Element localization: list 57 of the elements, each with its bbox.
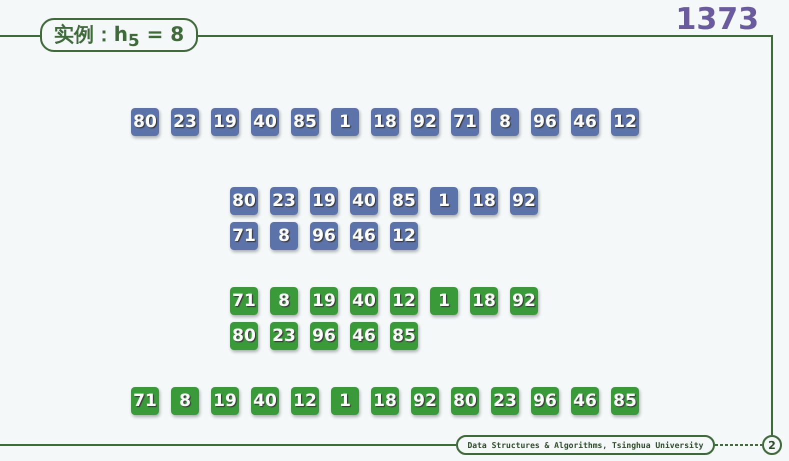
number-tile: 23 <box>270 187 298 215</box>
number-tile: 80 <box>131 108 159 136</box>
number-tile: 12 <box>390 222 418 250</box>
number-tile: 1 <box>430 287 458 315</box>
number-tile: 8 <box>171 387 199 415</box>
connector-line <box>715 444 762 446</box>
number-tile: 80 <box>230 322 258 350</box>
number-tile: 46 <box>571 387 599 415</box>
number-tile: 1 <box>430 187 458 215</box>
number-tile: 8 <box>491 108 519 136</box>
number-tile: 71 <box>230 287 258 315</box>
number-tile: 92 <box>510 187 538 215</box>
page-number-circle: 2 <box>762 435 782 455</box>
number-tile: 80 <box>230 187 258 215</box>
number-tile: 19 <box>211 387 239 415</box>
number-tile: 1 <box>331 387 359 415</box>
number-tile: 40 <box>251 108 279 136</box>
slide-number: 1373 <box>676 2 759 37</box>
number-tile: 19 <box>310 287 338 315</box>
number-tile: 71 <box>451 108 479 136</box>
number-tile: 46 <box>350 322 378 350</box>
number-tile: 12 <box>611 108 639 136</box>
title-box: 实例：h$_{5}$ = 8 <box>40 18 198 52</box>
number-tile: 96 <box>531 387 559 415</box>
number-tile: 46 <box>350 222 378 250</box>
number-tile: 40 <box>350 187 378 215</box>
number-tile: 96 <box>531 108 559 136</box>
number-tile: 46 <box>571 108 599 136</box>
number-tile: 19 <box>310 187 338 215</box>
number-tile: 40 <box>350 287 378 315</box>
number-tile: 18 <box>470 287 498 315</box>
number-tile: 8 <box>270 287 298 315</box>
number-tile: 18 <box>371 108 399 136</box>
number-tile: 23 <box>491 387 519 415</box>
number-tile: 8 <box>270 222 298 250</box>
number-tile: 85 <box>390 322 418 350</box>
number-tile: 71 <box>131 387 159 415</box>
number-tile: 96 <box>310 222 338 250</box>
number-tile: 18 <box>371 387 399 415</box>
number-tile: 1 <box>331 108 359 136</box>
number-tile: 85 <box>390 187 418 215</box>
number-tile: 23 <box>270 322 298 350</box>
number-tile: 85 <box>291 108 319 136</box>
number-tile: 85 <box>611 387 639 415</box>
number-tile: 80 <box>451 387 479 415</box>
number-tile: 12 <box>390 287 418 315</box>
number-tile: 71 <box>230 222 258 250</box>
number-tile: 92 <box>411 387 439 415</box>
number-tile: 18 <box>470 187 498 215</box>
number-tile: 19 <box>211 108 239 136</box>
number-tile: 96 <box>310 322 338 350</box>
number-tile: 12 <box>291 387 319 415</box>
footer-box: Data Structures & Algorithms, Tsinghua University <box>456 435 715 455</box>
number-tile: 92 <box>411 108 439 136</box>
number-tile: 92 <box>510 287 538 315</box>
number-tile: 23 <box>171 108 199 136</box>
number-tile: 40 <box>251 387 279 415</box>
